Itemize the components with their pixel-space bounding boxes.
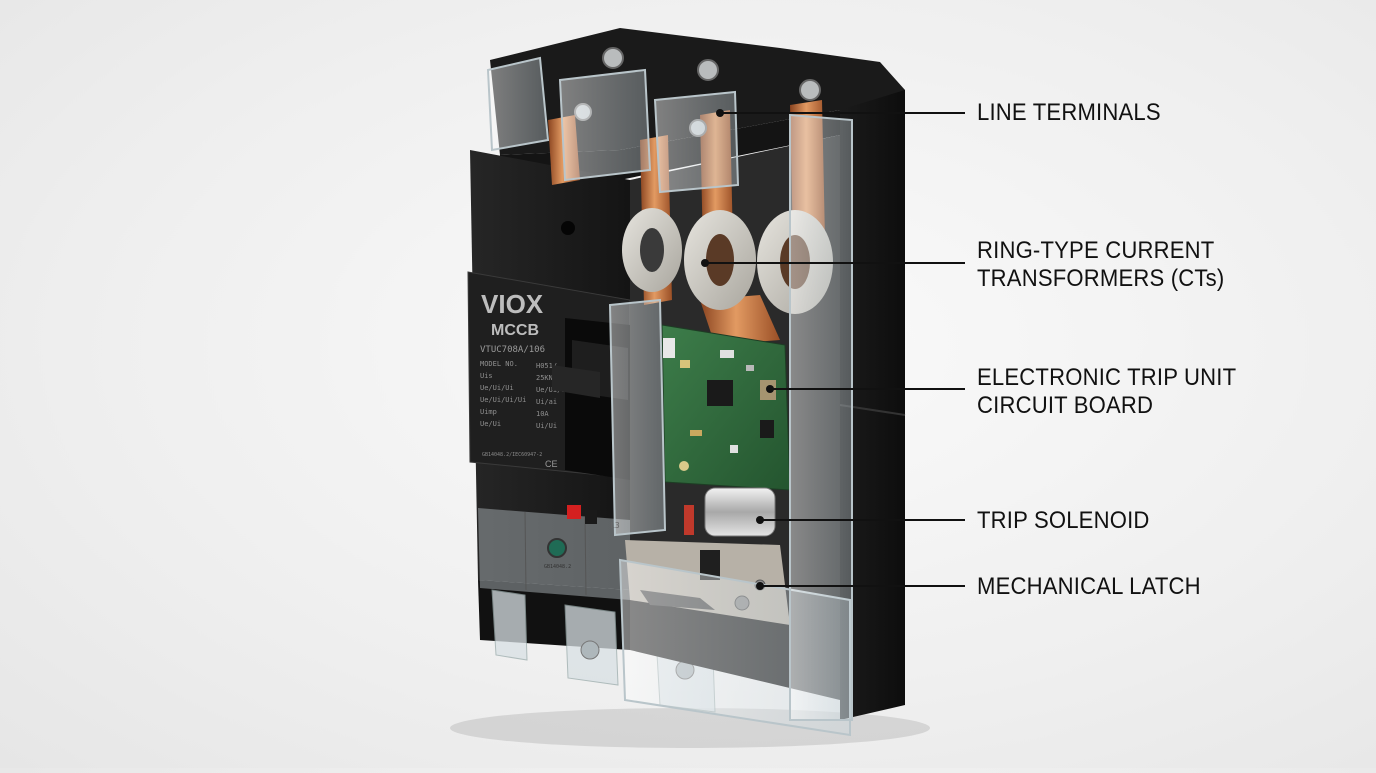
rating-row-value: Ui/ai: [536, 398, 557, 406]
terminal-tag: L3: [610, 521, 620, 530]
trip-unit-pcb: [661, 324, 791, 491]
rating-row-label: Uimp: [480, 408, 497, 416]
terminal-screw-1: [602, 47, 624, 69]
leader-dot-line-terminals: [716, 109, 724, 117]
part-number: VTUC708A/106: [480, 345, 545, 355]
terminal-screw-3: [799, 79, 821, 101]
standards-text: GB14048.2/IEC60947-2: [482, 452, 542, 458]
rating-row-value: H051/: [536, 362, 557, 370]
callout-leaders: [701, 109, 965, 590]
leader-dot-trip-solenoid: [756, 516, 764, 524]
callout-trip-unit-board-line2: CIRCUIT BOARD: [977, 392, 1154, 419]
callout-mechanical-latch-text: MECHANICAL LATCH: [977, 573, 1201, 600]
ce-mark: CE: [545, 459, 558, 469]
callout-mechanical-latch: MECHANICAL LATCH: [977, 573, 1201, 601]
trip-indicator-light: [547, 538, 567, 558]
mounting-hole: [561, 221, 575, 235]
callout-trip-solenoid: TRIP SOLENOID: [977, 507, 1150, 535]
test-button: [567, 505, 581, 519]
rating-row-value: Ui/Ui: [536, 422, 557, 430]
transparent-cover: L3: [486, 56, 853, 737]
trip-solenoid-part: [684, 487, 776, 537]
leader-dot-ring-cts: [701, 259, 709, 267]
callout-ring-type-cts-line2: TRANSFORMERS (CTs): [977, 265, 1225, 292]
rating-row-label: MODEL NO.: [480, 360, 518, 368]
rating-row-value: 25KN/Gt: [536, 374, 566, 382]
rating-row-label: Ue/Ui/Ui: [480, 384, 514, 392]
brand-logo: VIOX: [481, 289, 544, 319]
callout-trip-unit-board: ELECTRONIC TRIP UNIT CIRCUIT BOARD: [977, 364, 1236, 420]
callout-trip-unit-board-line1: ELECTRONIC TRIP UNIT: [977, 364, 1237, 391]
rating-row-label: Ue/Ui: [480, 420, 501, 428]
trip-unit-label: GB14048.2: [544, 564, 571, 570]
leader-dot-trip-unit-board: [766, 385, 774, 393]
callout-ring-type-cts-line1: RING-TYPE CURRENT: [977, 237, 1215, 264]
callout-trip-solenoid-text: TRIP SOLENOID: [977, 507, 1150, 534]
rating-row-label: Uis: [480, 372, 493, 380]
callout-line-terminals: LINE TERMINALS: [977, 99, 1161, 127]
leader-dot-mechanical-latch: [756, 582, 764, 590]
model-label: MCCB: [491, 322, 539, 339]
callout-ring-type-cts: RING-TYPE CURRENT TRANSFORMERS (CTs): [977, 237, 1224, 293]
trip-unit-faceplate: GB14048.2: [478, 505, 630, 600]
terminal-screw-2: [697, 59, 719, 81]
rating-row-label: Ue/Ui/Ui/Ui: [480, 396, 526, 404]
rating-row-value: 10A: [536, 410, 549, 418]
microcontroller-chip: [707, 380, 733, 406]
callout-line-terminals-text: LINE TERMINALS: [977, 99, 1161, 126]
